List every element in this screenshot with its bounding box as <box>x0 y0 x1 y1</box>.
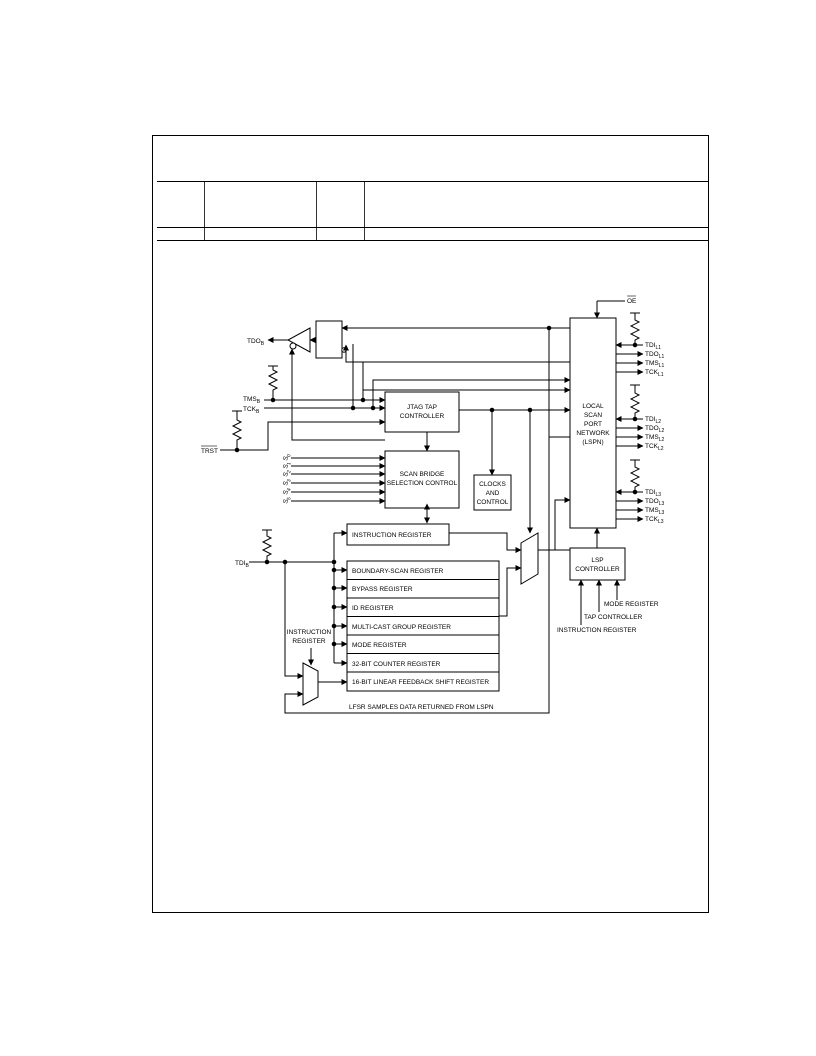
register-boundary-scan: BOUNDARY-SCAN REGISTER <box>352 568 444 575</box>
tck-b-label: TCKB <box>243 406 260 415</box>
lsp-line2: CONTROLLER <box>575 566 620 573</box>
tdi-l2-label: TDIL2 <box>645 416 661 425</box>
mux-ir-line1: INSTRUCTION <box>287 629 332 636</box>
s2-label: S2 <box>282 469 293 478</box>
scan-bridge-line1: SCAN BRIDGE <box>400 471 445 478</box>
register-bypass: BYPASS REGISTER <box>352 586 413 593</box>
header-table <box>157 181 708 241</box>
register-multicast: MULTI-CAST GROUP REGISTER <box>352 624 451 631</box>
tdo-l2-label: TDOL2 <box>645 425 665 434</box>
output-mux <box>520 532 539 585</box>
input-mux <box>302 662 319 706</box>
lspn-line4: NETWORK <box>576 430 610 437</box>
s1-label: S1 <box>282 461 293 470</box>
clocks-block <box>473 474 512 511</box>
mux-ir-line2: REGISTER <box>292 638 326 645</box>
s3-label: S3 <box>282 478 293 487</box>
tdo-b-label: TDOB <box>247 338 265 347</box>
lsp-tap-controller-label: TAP CONTROLLER <box>584 614 643 621</box>
lspn-line2: SCAN <box>584 412 602 419</box>
lspn-block <box>569 317 617 529</box>
tdi-b-label: TDIB <box>235 560 249 569</box>
lsp-line1: LSP <box>591 557 603 564</box>
clocks-line3: CONTROL <box>477 499 509 506</box>
lspn-line1: LOCAL <box>582 403 604 410</box>
trst-label: TRST <box>201 448 218 455</box>
lfsr-note: LFSR SAMPLES DATA RETURNED FROM LSPN <box>349 704 494 711</box>
register-16bit-lfsr: 16-BIT LINEAR FEEDBACK SHIFT REGISTER <box>352 679 489 686</box>
tck-l3-label: TCKL3 <box>645 516 664 525</box>
jtag-tap-line2: CONTROLLER <box>400 413 445 420</box>
tck-l1-label: TCKL1 <box>645 369 664 378</box>
register-stack <box>346 560 500 692</box>
register-mode: MODE REGISTER <box>352 642 407 649</box>
lsp-instruction-register-label: INSTRUCTION REGISTER <box>557 627 637 634</box>
tms-b-label: TMSB <box>243 396 261 405</box>
tms-l1-label: TMSL1 <box>645 360 665 369</box>
clocks-line1: CLOCKS <box>479 481 506 488</box>
lspn-line3: PORT <box>584 421 602 428</box>
lspn-line5: (LSPN) <box>582 439 603 446</box>
jtag-tap-controller-block <box>384 391 460 433</box>
s5-label: S5 <box>282 496 293 505</box>
s4-label: S4 <box>282 487 293 496</box>
register-id: ID REGISTER <box>352 605 394 612</box>
output-latch <box>315 320 343 359</box>
tms-l3-label: TMSL3 <box>645 507 665 516</box>
tms-l2-label: TMSL2 <box>645 434 665 443</box>
tdo-l3-label: TDOL3 <box>645 498 665 507</box>
tck-l2-label: TCKL2 <box>645 443 664 452</box>
scan-bridge-block <box>384 450 460 509</box>
lsp-controller-block <box>569 547 626 581</box>
scan-bridge-line2: SELECTION CONTROL <box>387 480 458 487</box>
register-32bit-counter: 32-BIT COUNTER REGISTER <box>352 661 441 668</box>
page-frame <box>152 135 709 913</box>
tdi-l1-label: TDIL1 <box>645 342 661 351</box>
lsp-mode-register-label: MODE REGISTER <box>604 601 659 608</box>
tdi-l3-label: TDIL3 <box>645 489 661 498</box>
tdo-l1-label: TDOL1 <box>645 351 665 360</box>
s0-label: S0 <box>282 453 293 462</box>
jtag-tap-line1: JTAG TAP <box>407 404 437 411</box>
instruction-register-label: INSTRUCTION REGISTER <box>352 532 432 539</box>
oe-label: OE <box>627 298 637 305</box>
clocks-line2: AND <box>486 490 500 497</box>
